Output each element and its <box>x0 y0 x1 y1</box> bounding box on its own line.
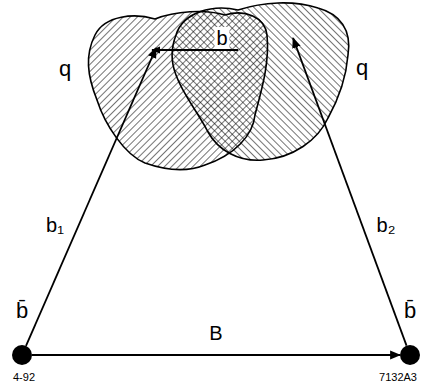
vector-label: b₂ <box>375 214 398 236</box>
region-label: q <box>356 56 368 80</box>
antiquark-dot: b̄ <box>400 345 420 365</box>
figure-code: 7132A3 <box>379 371 417 383</box>
vector-label: B <box>207 322 224 344</box>
particle-label: b̄ <box>404 299 416 323</box>
hatched-region <box>172 3 349 160</box>
quark-region: q <box>168 0 353 165</box>
vector-label: b <box>214 27 229 49</box>
vector-label: b₁ <box>44 214 66 236</box>
particle-label: b̄ <box>16 299 28 323</box>
region-outline <box>168 0 353 165</box>
region-label: q <box>59 57 71 81</box>
vector-arrow <box>32 354 400 356</box>
figure-date: 4-92 <box>13 371 35 383</box>
antiquark-dot: b̄ <box>12 345 32 365</box>
